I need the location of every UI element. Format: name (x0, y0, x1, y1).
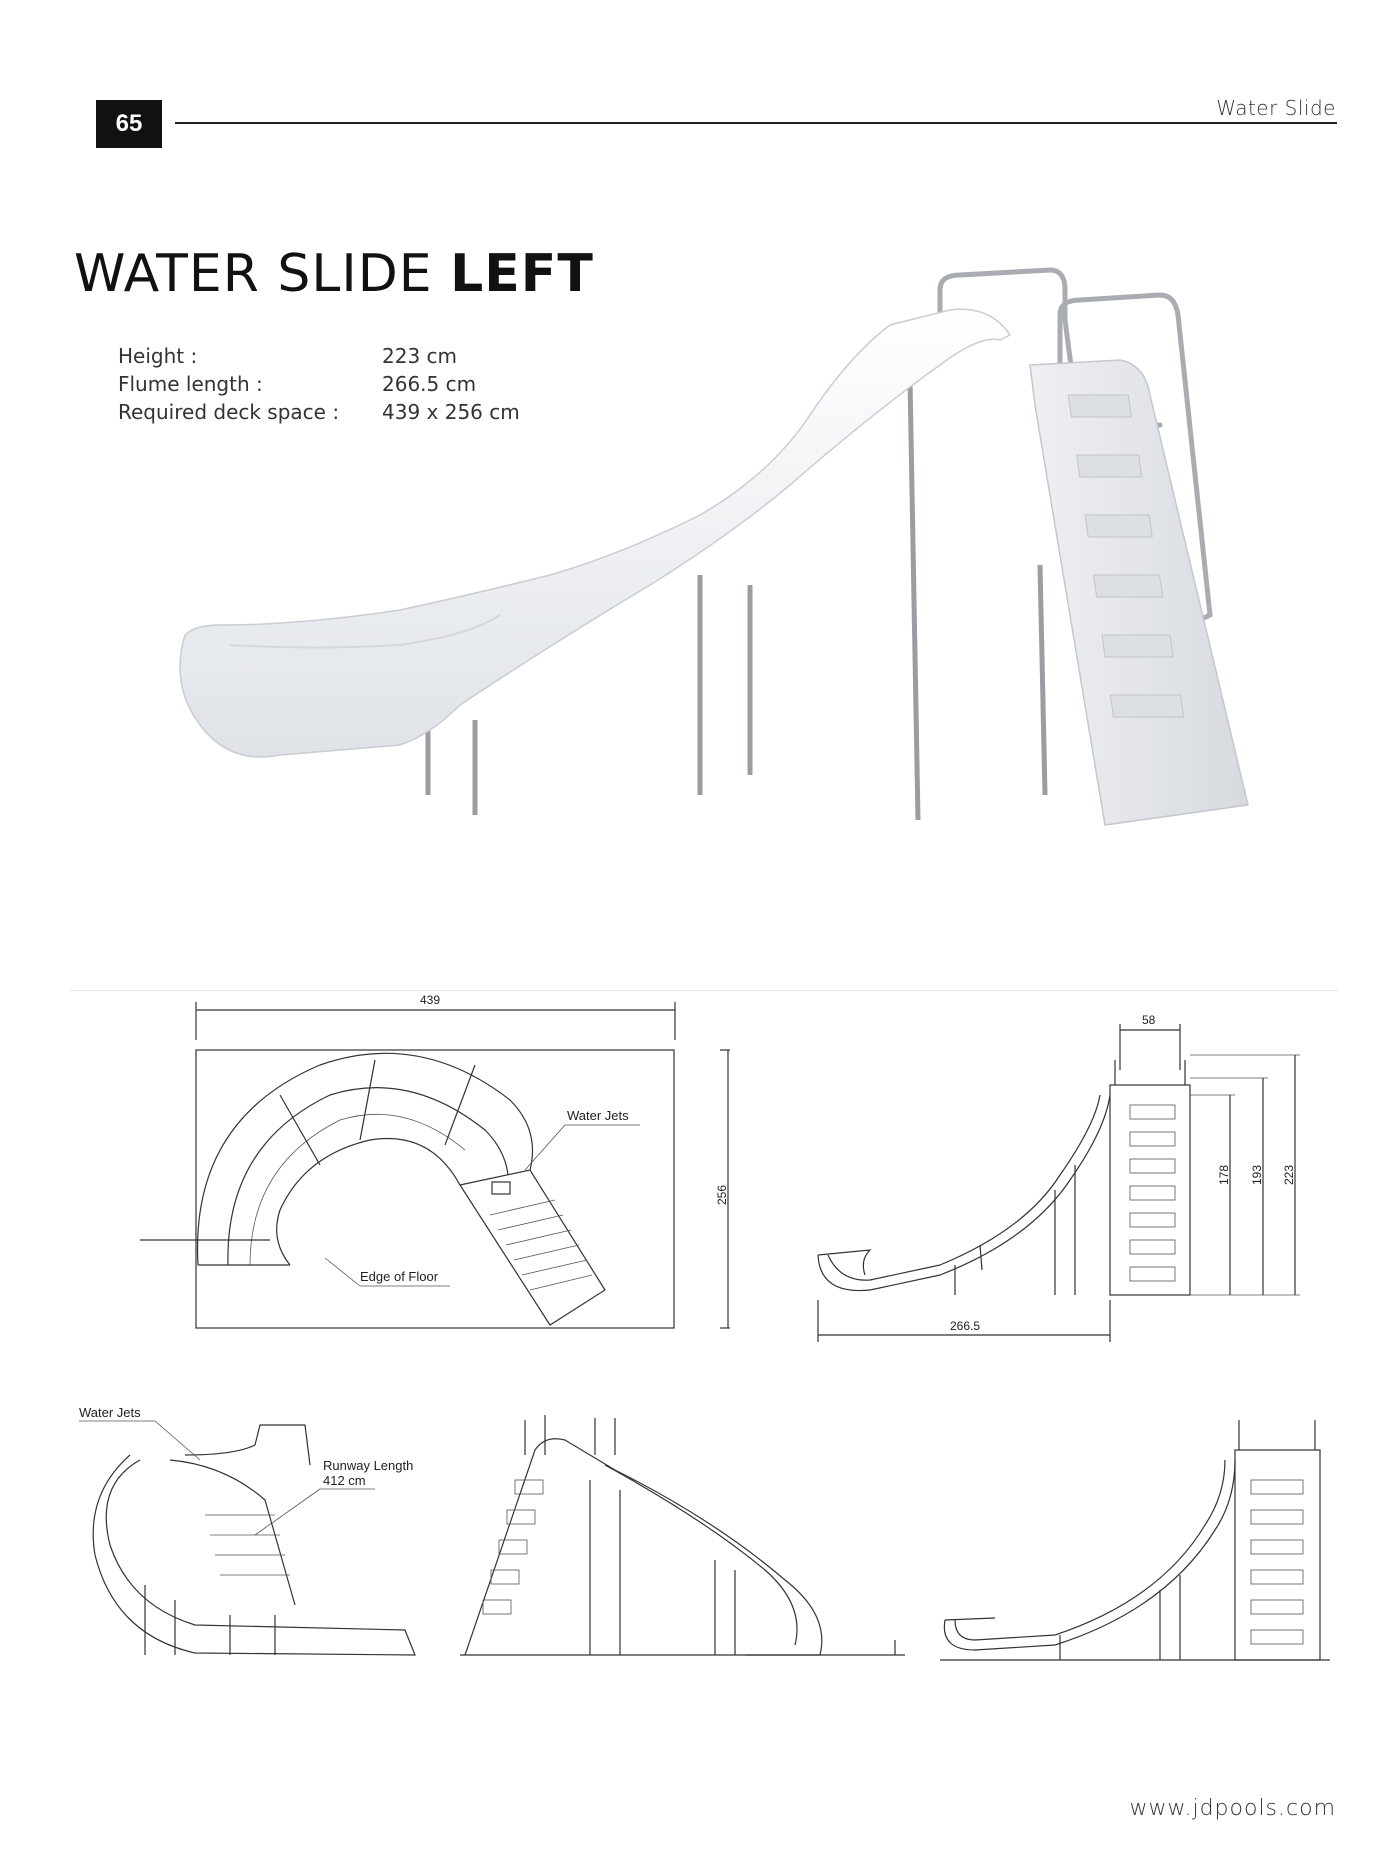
front-perspective-drawing (460, 1415, 905, 1656)
section-label: Water Slide (1216, 96, 1336, 120)
callout-water-jets: Water Jets (567, 1108, 629, 1123)
spec-row: Height : 223 cm (118, 342, 520, 370)
callout-edge-of-floor: Edge of Floor (360, 1269, 439, 1284)
spec-label: Height : (118, 344, 198, 368)
callout-runway-length: Runway Length (323, 1458, 413, 1473)
dim-top-width: 58 (1142, 1013, 1156, 1027)
perspective-view-drawing: Water Jets Runway Length 412 cm (79, 1405, 416, 1656)
spec-value: 266.5 cm (382, 372, 477, 396)
title-regular: WATER SLIDE (74, 244, 451, 304)
page-title: WATER SLIDE LEFT (74, 244, 594, 304)
dim-h1: 178 (1217, 1165, 1231, 1185)
page-number: 65 (96, 100, 162, 148)
callout-water-jets-2: Water Jets (79, 1405, 141, 1420)
spec-value: 439 x 256 cm (382, 400, 520, 424)
spec-value: 223 cm (382, 344, 458, 368)
spec-label: Required deck space : (118, 400, 340, 424)
footer-url[interactable]: www.jdpools.com (1129, 1796, 1336, 1821)
spec-label: Flume length : (118, 372, 263, 396)
spec-row: Flume length : 266.5 cm (118, 370, 520, 398)
dim-h2: 193 (1250, 1165, 1264, 1185)
section-divider (70, 990, 1338, 991)
rear-perspective-drawing (940, 1420, 1330, 1661)
spec-list: Height : 223 cm Flume length : 266.5 cm … (118, 342, 520, 426)
header-rule (175, 122, 1337, 124)
spec-row: Required deck space : 439 x 256 cm (118, 398, 520, 426)
dim-depth: 256 (715, 1185, 729, 1205)
title-bold: LEFT (450, 244, 594, 304)
side-view-drawing: 58 178 193 223 266.5 (817, 1013, 1300, 1342)
water-slide-photo (179, 267, 1249, 826)
dim-width: 439 (420, 993, 440, 1007)
callout-runway-value: 412 cm (323, 1473, 366, 1488)
dim-length: 266.5 (950, 1319, 980, 1333)
dim-h3: 223 (1282, 1165, 1296, 1185)
top-view-drawing: 439 256 Edge of Floor Water Jets (140, 993, 730, 1329)
